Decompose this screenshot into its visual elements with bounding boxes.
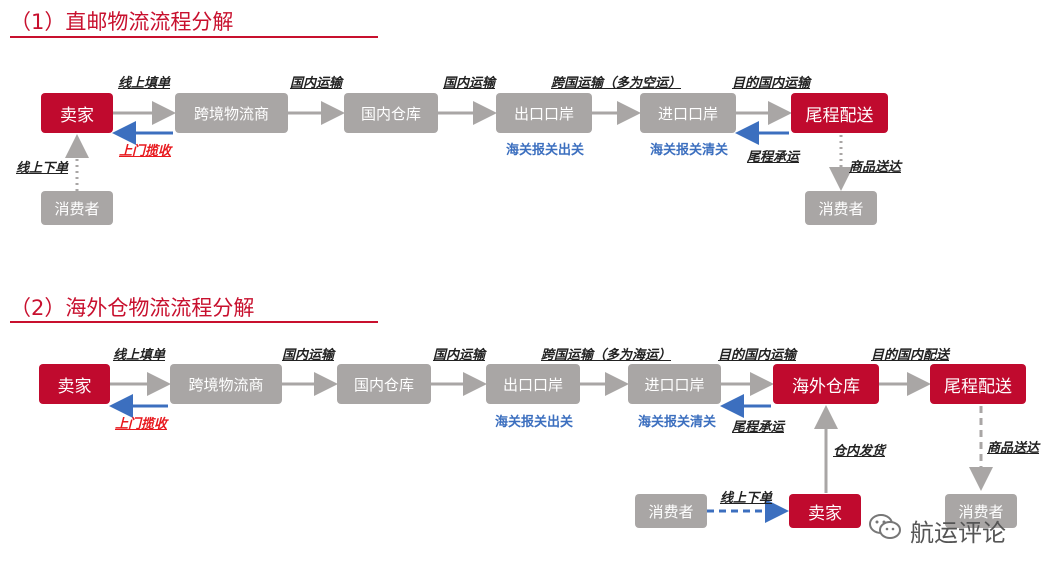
- s1-label-domestic2: 国内运输: [442, 76, 496, 91]
- s1-label-last-mile-carry: 尾程承运: [746, 150, 800, 165]
- s1-node-consumer-right: 消费者: [805, 191, 877, 225]
- s2-node-seller2: 卖家: [789, 494, 861, 528]
- section2-underline: [10, 321, 378, 323]
- s2-note-customs-import: 海关报关清关: [637, 415, 717, 430]
- s2-node-forwarder: 跨境物流商: [170, 364, 282, 404]
- s2-label-online-fill: 线上填单: [112, 348, 166, 363]
- watermark-text: 航运评论: [910, 518, 1006, 547]
- s2-label-domestic2: 国内运输: [432, 348, 486, 363]
- s2-note-customs-export: 海关报关出关: [494, 415, 574, 430]
- s2-label-online-order: 线上下单: [719, 491, 773, 506]
- s2-label-last-mile-carry: 尾程承运: [731, 420, 785, 435]
- s1-node-forwarder: 跨境物流商: [175, 93, 288, 133]
- s1-label-pickup: 上门揽收: [118, 144, 172, 159]
- s2-node-last-mile: 尾程配送: [930, 364, 1026, 404]
- s1-label-online-order: 线上下单: [16, 161, 69, 176]
- s2-label-domestic1: 国内运输: [281, 348, 335, 363]
- wechat-icon: [868, 512, 902, 548]
- s2-label-pickup: 上门揽收: [114, 417, 168, 432]
- s2-label-dest-domestic: 目的国内运输: [717, 348, 797, 363]
- s1-label-domestic1: 国内运输: [289, 76, 343, 91]
- s1-label-online-fill: 线上填单: [117, 76, 171, 91]
- s1-node-last-mile: 尾程配送: [791, 93, 888, 133]
- s2-node-export-port: 出口口岸: [486, 364, 580, 404]
- s2-node-warehouse: 国内仓库: [337, 364, 431, 404]
- s1-node-warehouse: 国内仓库: [344, 93, 438, 133]
- s2-node-consumer-right: 消费者: [945, 494, 1017, 528]
- s1-label-cross-border: 跨国运输（多为空运）: [550, 76, 682, 91]
- watermark: 航运评论: [868, 512, 1006, 548]
- s1-node-consumer-left: 消费者: [41, 191, 113, 225]
- s2-node-import-port: 进口口岸: [628, 364, 721, 404]
- s2-node-overseas-warehouse: 海外仓库: [773, 364, 879, 404]
- s1-node-import-port: 进口口岸: [640, 93, 736, 133]
- s2-node-consumer-left: 消费者: [635, 494, 707, 528]
- s1-node-export-port: 出口口岸: [496, 93, 592, 133]
- s1-note-customs-export: 海关报关出关: [505, 143, 585, 158]
- s1-node-seller: 卖家: [41, 93, 113, 133]
- s2-label-in-warehouse-ship: 仓内发货: [833, 444, 886, 459]
- section1-title: （1）直邮物流流程分解: [10, 10, 234, 34]
- s2-label-dest-delivery: 目的国内配送: [870, 348, 950, 363]
- s1-label-goods-delivery: 商品送达: [849, 160, 902, 175]
- s2-node-seller: 卖家: [39, 364, 110, 404]
- s2-label-goods-delivery: 商品送达: [987, 441, 1040, 456]
- s1-label-dest-domestic: 目的国内运输: [731, 76, 811, 91]
- s1-note-customs-import: 海关报关清关: [649, 143, 729, 158]
- section2-title: （2）海外仓物流流程分解: [10, 296, 255, 320]
- s2-label-cross-border: 跨国运输（多为海运）: [540, 348, 672, 363]
- section1-underline: [10, 36, 378, 38]
